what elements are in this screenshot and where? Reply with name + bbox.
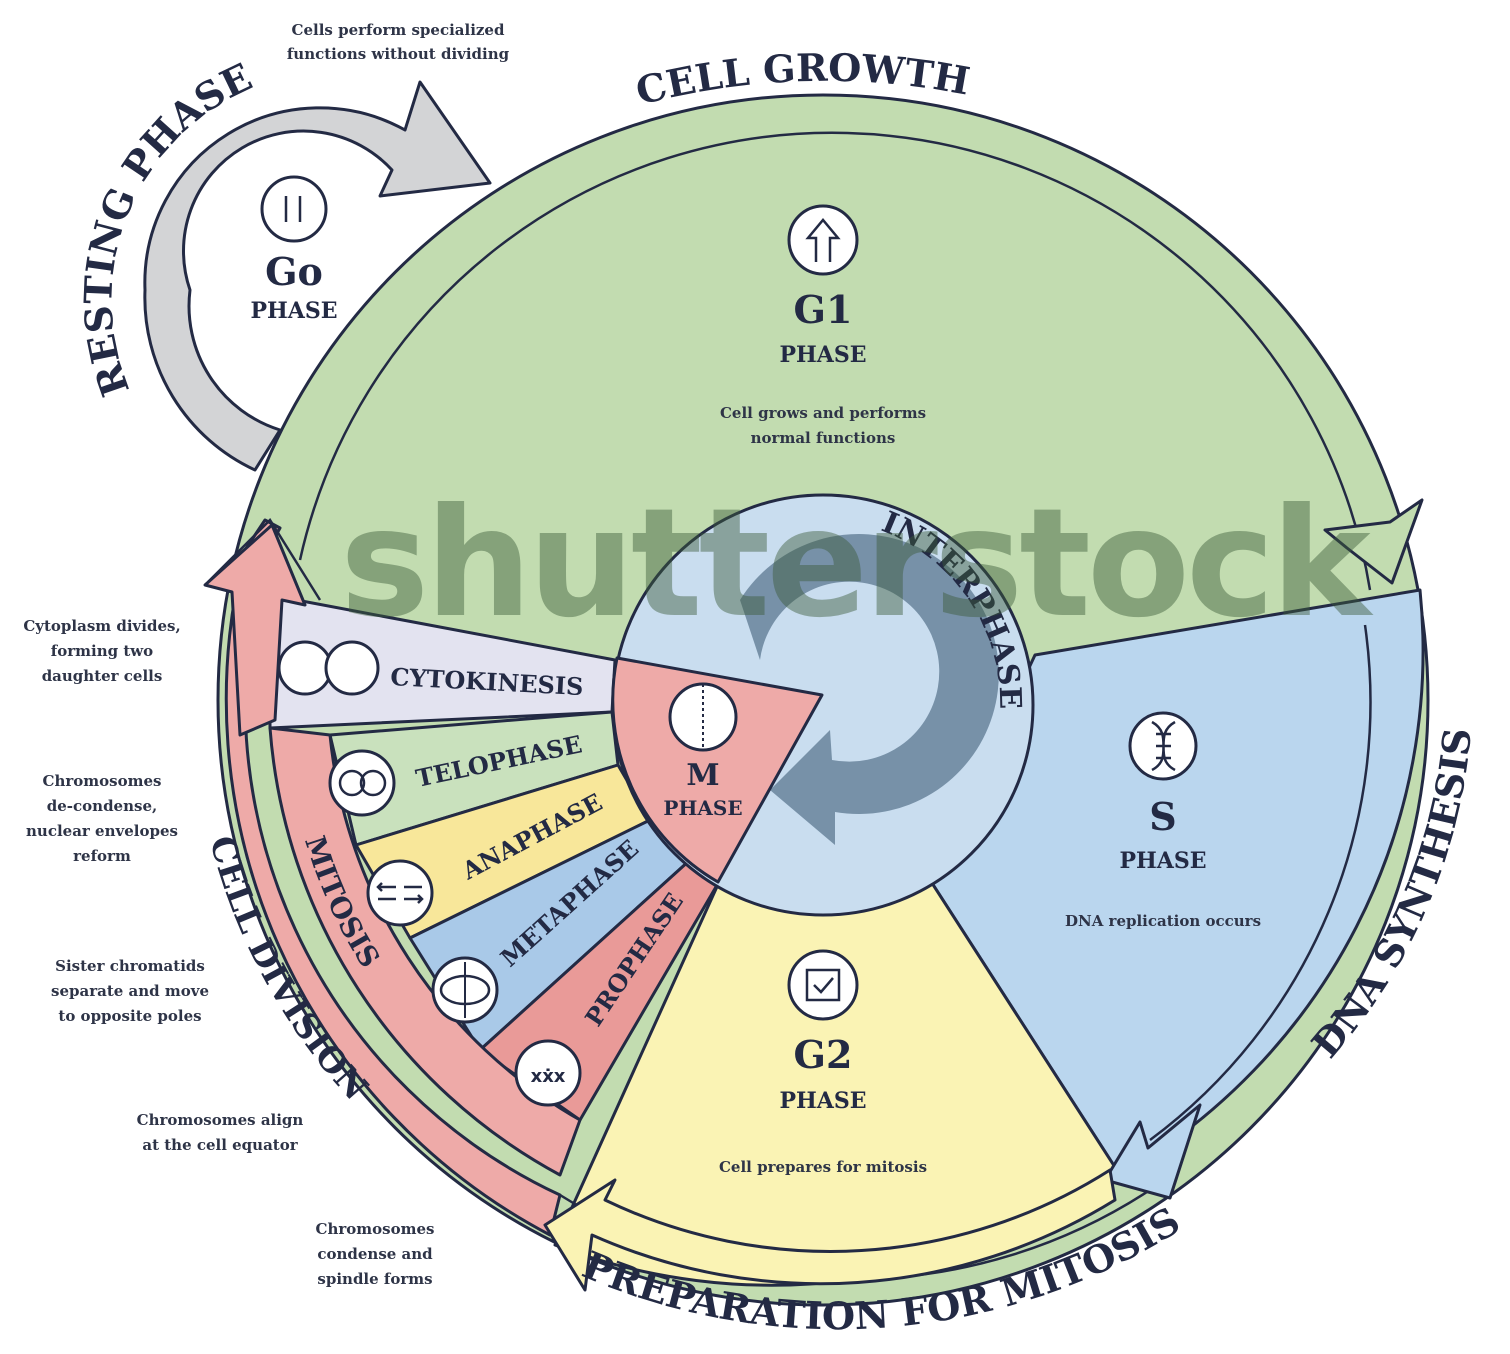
g2-icon-group: [787, 949, 859, 1021]
svg-text:Chromosomes align: Chromosomes align: [137, 1111, 304, 1129]
svg-text:Sister chromatids: Sister chromatids: [55, 957, 205, 975]
svg-text:Chromosomes: Chromosomes: [316, 1220, 435, 1238]
checkbox-icon: [787, 949, 859, 1021]
prophase-desc: Chromosomes condense and spindle forms: [316, 1220, 435, 1288]
g0-phase-icon-group: [260, 175, 328, 243]
g1-arrow-head: [1323, 498, 1424, 585]
two-nuclei-icon: [328, 749, 396, 817]
svg-text:Chromosomes: Chromosomes: [43, 772, 162, 790]
g2-arrow-head: [543, 1168, 1117, 1292]
g2-phase-name: G2: [794, 1032, 853, 1077]
g0-phase-name: Go: [265, 249, 323, 294]
s-icon-group: [1128, 711, 1198, 781]
telophase-desc: Chromosomes de-condense, nuclear envelop…: [26, 772, 178, 865]
g1-phase-name: G1: [794, 287, 853, 332]
svg-text:de-condense,: de-condense,: [47, 797, 157, 815]
m-phase-name: M: [686, 758, 719, 793]
resting-phase-arrow: [143, 80, 492, 472]
svg-text:xẋx: xẋx: [531, 1066, 566, 1087]
svg-text:Cytoplasm divides,: Cytoplasm divides,: [23, 617, 180, 635]
svg-text:to opposite poles: to opposite poles: [58, 1007, 201, 1025]
s-desc-line-1: DNA replication occurs: [1065, 912, 1261, 930]
s-ring-inner-edge: [1149, 624, 1372, 1142]
g1-desc-line-2: normal functions: [751, 429, 896, 447]
g2-phase-label: PHASE: [779, 1088, 866, 1114]
pause-icon: [260, 175, 328, 243]
g1-phase-label: PHASE: [779, 342, 866, 368]
m-phase-wedge: [611, 656, 824, 884]
svg-text:at the cell equator: at the cell equator: [142, 1136, 298, 1154]
g1-desc-line-1: Cell grows and performs: [720, 404, 926, 422]
g0-desc-line-1: Cells perform specialized: [292, 21, 505, 39]
metaphase-desc: Chromosomes align at the cell equator: [137, 1111, 304, 1154]
watermark: shutterstock: [340, 477, 1374, 651]
two-cells-icon: [277, 640, 380, 696]
g1-icon-group: [787, 204, 859, 276]
svg-text:separate and move: separate and move: [51, 982, 209, 1000]
g0-desc-line-2: functions without dividing: [287, 45, 510, 63]
svg-text:condense and: condense and: [317, 1245, 433, 1263]
g2-desc-line-1: Cell prepares for mitosis: [719, 1158, 927, 1176]
s-arrow-head: [1103, 1103, 1202, 1200]
m-phase-label: PHASE: [663, 796, 742, 820]
svg-text:reform: reform: [73, 847, 131, 865]
anaphase-desc: Sister chromatids separate and move to o…: [51, 957, 209, 1025]
m-phase-icon-group: [668, 682, 738, 752]
cytokinesis-desc: Cytoplasm divides, forming two daughter …: [23, 617, 180, 685]
mitosis-arrow-head: [203, 523, 307, 737]
interphase-cycle-arrow: [740, 534, 999, 845]
s-phase-label: PHASE: [1119, 848, 1206, 874]
svg-text:forming two: forming two: [51, 642, 153, 660]
chromosomes-icon: xẋx: [514, 1039, 582, 1107]
arrow-up-icon: [787, 204, 859, 276]
separating-chromatids-icon: [366, 859, 434, 927]
s-phase-name: S: [1149, 794, 1176, 839]
g0-phase-label: PHASE: [250, 298, 337, 324]
spindle-icon: [431, 956, 499, 1024]
g1-ring-inner-edge: [298, 131, 1372, 591]
svg-text:nuclear envelopes: nuclear envelopes: [26, 822, 178, 840]
svg-text:spindle forms: spindle forms: [317, 1270, 432, 1288]
svg-text:daughter cells: daughter cells: [42, 667, 163, 685]
